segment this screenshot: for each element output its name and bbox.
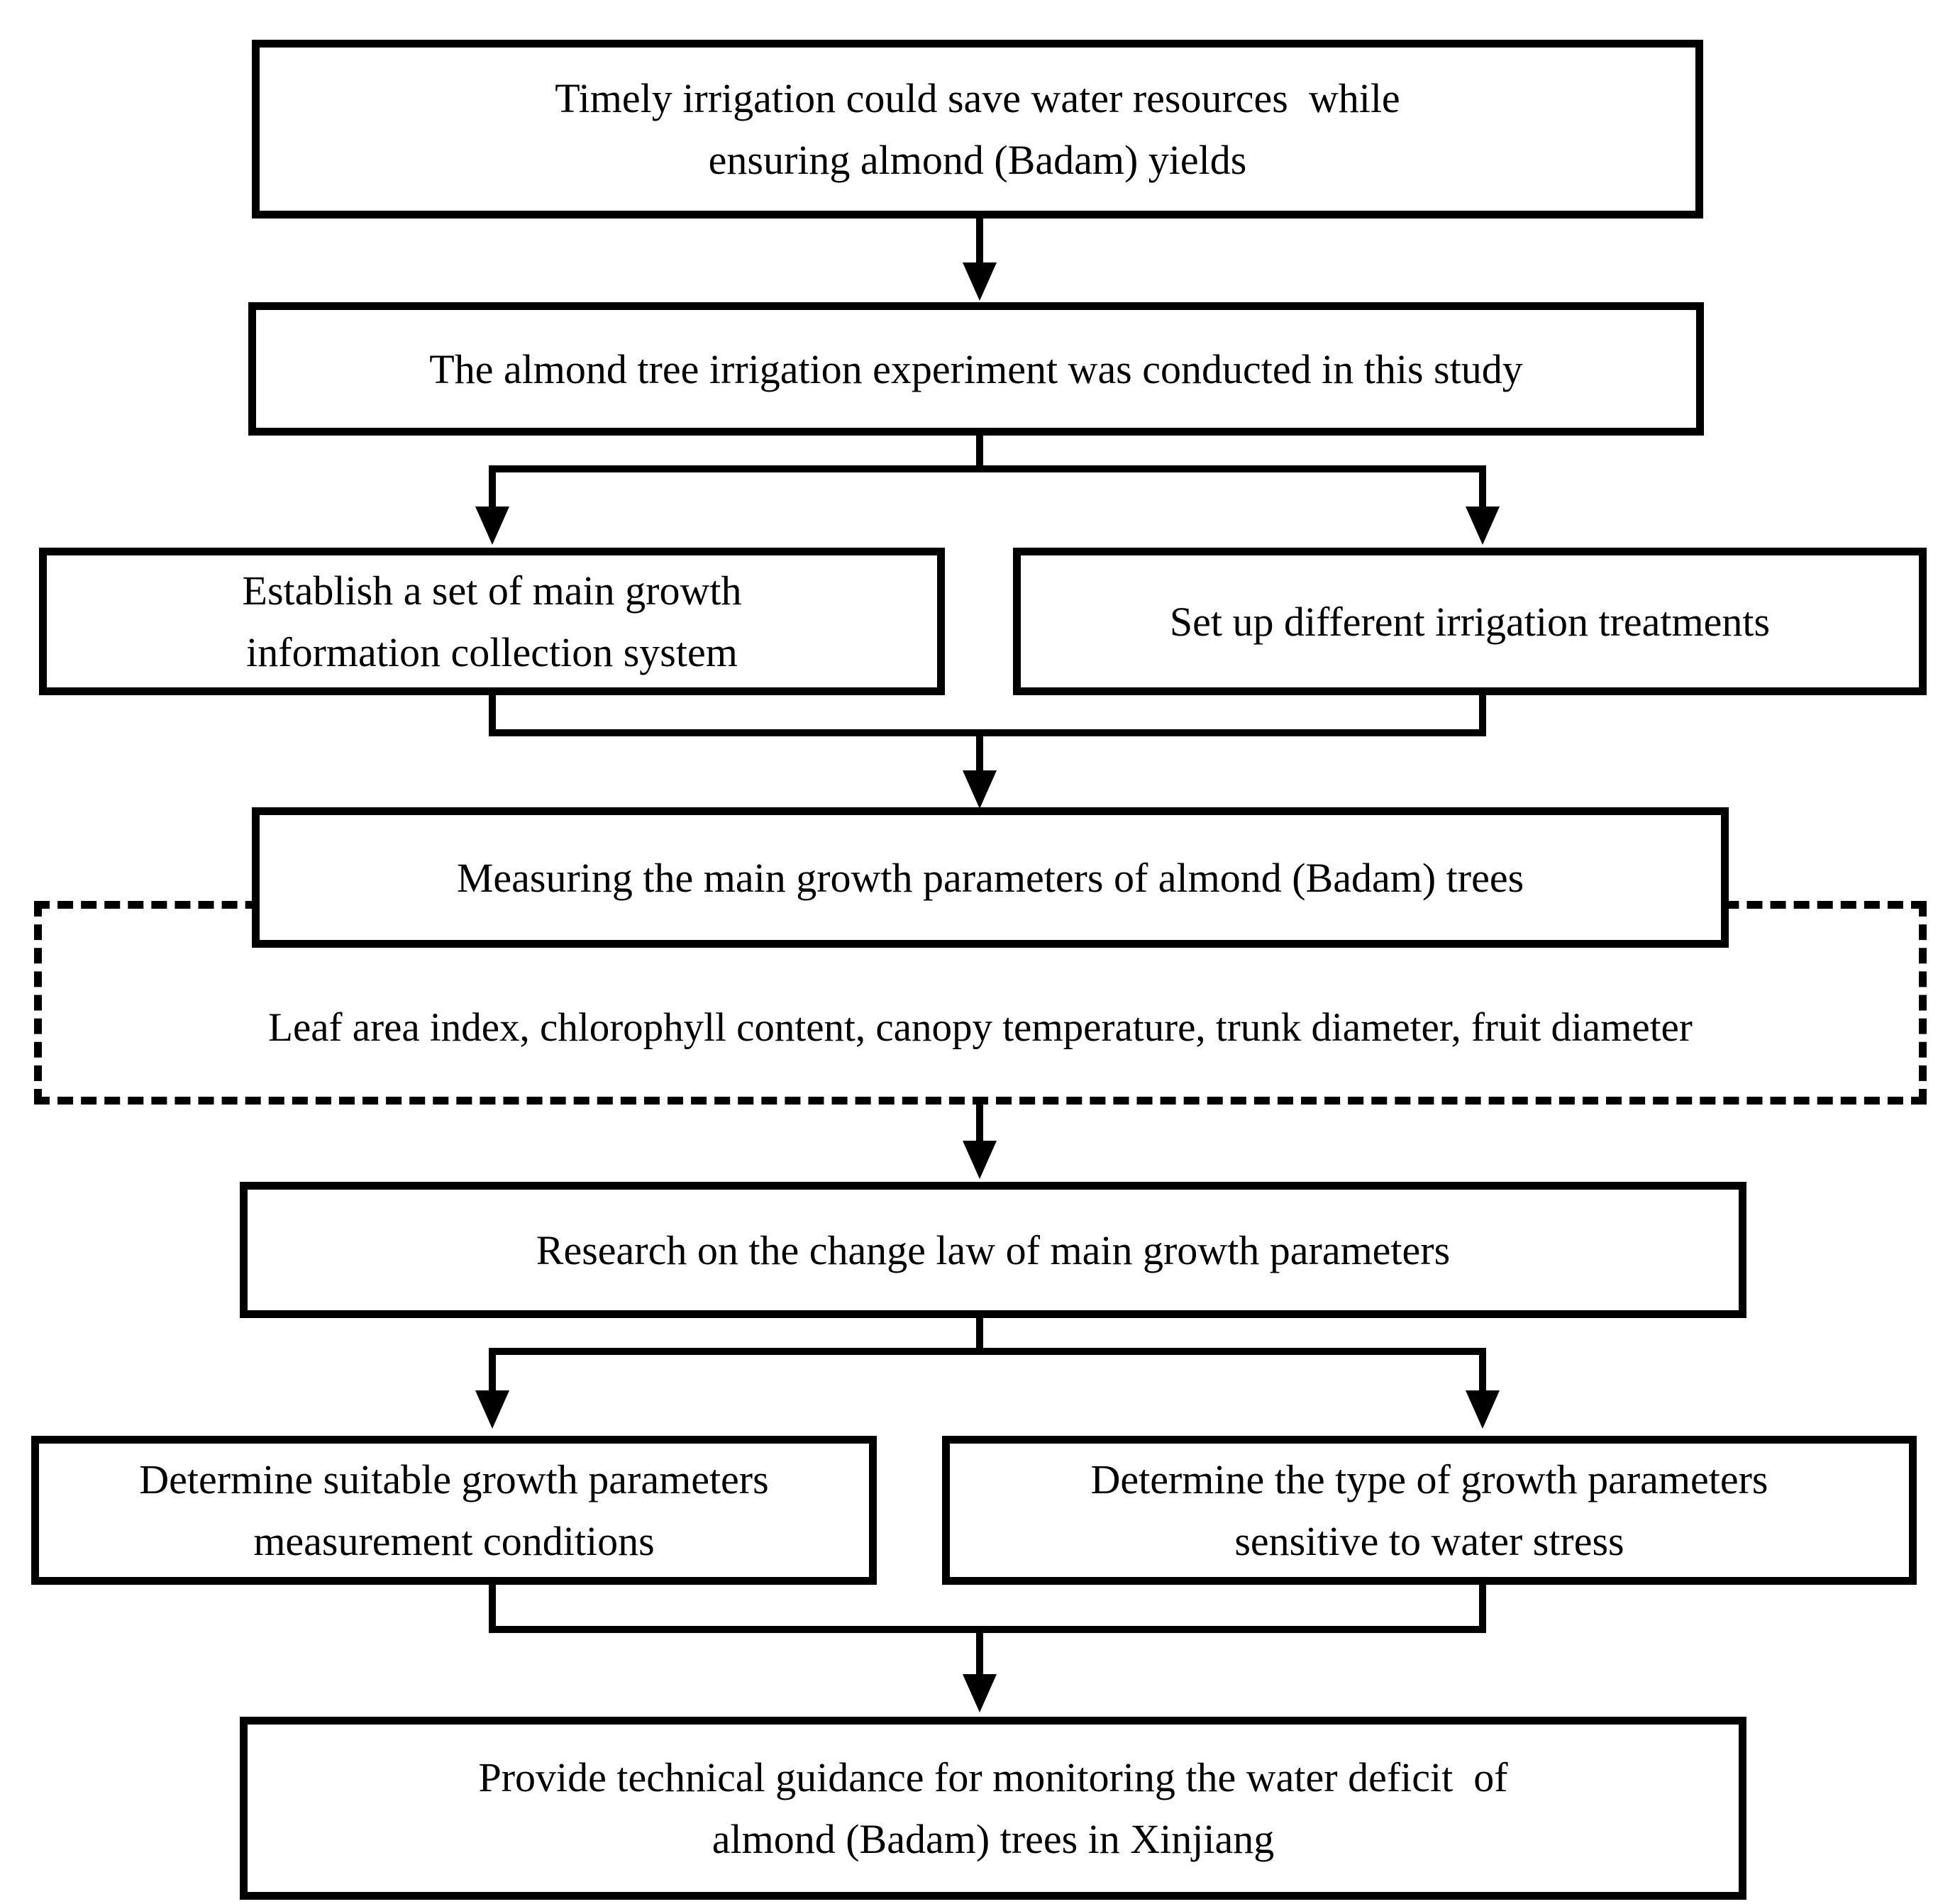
- flow-box-research-line1: Research on the change law of main growt…: [536, 1227, 1451, 1273]
- flow-box-guidance-line1: Provide technical guidance for monitorin…: [478, 1754, 1508, 1800]
- flow-box-premise-line2: ensuring almond (Badam) yields: [708, 137, 1247, 183]
- connector-line: [489, 1348, 1486, 1355]
- flow-box-collection-system-line1: Establish a set of main growth: [242, 568, 742, 614]
- connector-line: [489, 465, 496, 509]
- arrow-down-icon: [475, 1390, 509, 1429]
- arrow-down-icon: [963, 770, 997, 809]
- flow-box-premise: Timely irrigation could save water resou…: [252, 40, 1703, 218]
- flow-box-sensitivity-line1: Determine the type of growth parameters: [1090, 1456, 1768, 1502]
- connector-line: [489, 729, 1486, 736]
- connector-line: [489, 1348, 496, 1393]
- connector-line: [489, 1582, 496, 1633]
- arrow-down-icon: [1466, 1390, 1500, 1429]
- flow-box-experiment-line1: The almond tree irrigation experiment wa…: [429, 345, 1523, 392]
- flow-box-parameters-line1: Leaf area index, chlorophyll content, ca…: [268, 1004, 1693, 1050]
- flow-box-irrigation-treatments: Set up different irrigation treatments: [1013, 548, 1927, 695]
- connector-line: [976, 1626, 983, 1678]
- flow-box-measuring: Measuring the main growth parameters of …: [252, 807, 1729, 948]
- connector-line: [1479, 1348, 1486, 1393]
- flow-box-irrigation-treatments-line1: Set up different irrigation treatments: [1169, 598, 1771, 645]
- arrow-down-icon: [1466, 507, 1500, 545]
- connector-line: [976, 729, 983, 775]
- connector-line: [1479, 694, 1486, 736]
- flow-box-sensitivity-line2: sensitive to water stress: [1234, 1518, 1624, 1564]
- connector-line: [489, 1626, 1486, 1633]
- connector-line: [489, 465, 1486, 472]
- connector-line: [1479, 465, 1486, 509]
- connector-line: [976, 1101, 983, 1145]
- flow-box-research: Research on the change law of main growt…: [240, 1182, 1746, 1318]
- connector-line: [976, 1316, 983, 1355]
- flow-box-guidance-line2: almond (Badam) trees in Xinjiang: [712, 1816, 1275, 1862]
- arrow-down-icon: [963, 262, 997, 301]
- connector-line: [976, 433, 983, 472]
- flow-box-conditions-line1: Determine suitable growth parameters: [139, 1456, 769, 1502]
- flow-box-sensitivity: Determine the type of growth parameters …: [942, 1436, 1917, 1585]
- arrow-down-icon: [475, 507, 509, 545]
- arrow-down-icon: [963, 1141, 997, 1179]
- connector-line: [1479, 1582, 1486, 1633]
- flow-box-measuring-line1: Measuring the main growth parameters of …: [456, 854, 1524, 901]
- arrow-down-icon: [963, 1674, 997, 1712]
- flow-box-collection-system: Establish a set of main growth informati…: [39, 548, 945, 695]
- connector-line: [489, 694, 496, 736]
- flow-box-collection-system-line2: information collection system: [246, 629, 738, 675]
- flow-box-experiment: The almond tree irrigation experiment wa…: [248, 302, 1704, 436]
- flow-box-guidance: Provide technical guidance for monitorin…: [240, 1717, 1746, 1900]
- flow-box-conditions: Determine suitable growth parameters mea…: [31, 1436, 877, 1585]
- connector-line: [976, 217, 983, 267]
- flow-box-premise-line1: Timely irrigation could save water resou…: [555, 75, 1400, 121]
- flow-box-conditions-line2: measurement conditions: [253, 1518, 655, 1564]
